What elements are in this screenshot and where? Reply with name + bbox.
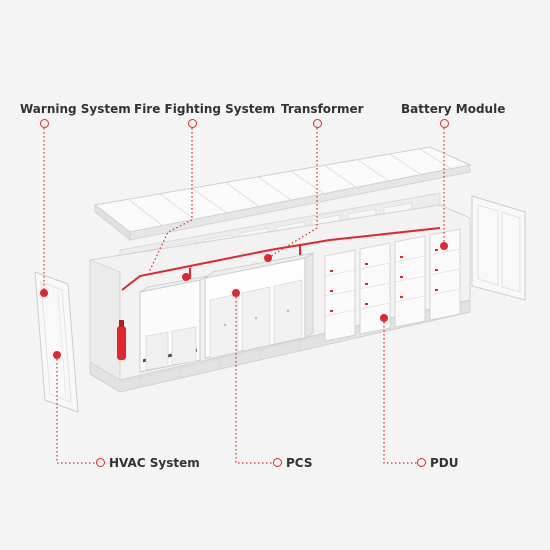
right-door	[471, 195, 526, 301]
ring-fire-fighting-system	[188, 119, 197, 128]
label-fire-fighting-system: Fire Fighting System	[134, 102, 276, 116]
ring-hvac-system	[96, 458, 105, 467]
fire-extinguisher	[117, 320, 126, 360]
ring-pcs	[273, 458, 282, 467]
label-transformer: Transformer	[281, 102, 364, 116]
leader-pcs	[235, 293, 273, 464]
left-door	[34, 271, 79, 413]
ring-transformer	[313, 119, 322, 128]
leader-lines	[43, 128, 445, 464]
pcs-cabinets	[139, 252, 314, 373]
leader-transformer	[267, 128, 318, 259]
battery-racks	[324, 228, 461, 342]
label-hvac-system: HVAC System	[109, 456, 200, 470]
ring-pdu	[417, 458, 426, 467]
label-pcs: PCS	[286, 456, 313, 470]
ring-battery-module	[440, 119, 449, 128]
roof-panel	[93, 146, 472, 241]
label-battery-module: Battery Module	[401, 102, 506, 116]
pointer-dots	[40, 242, 448, 359]
leader-pdu	[383, 318, 417, 464]
ring-warning-system	[40, 119, 49, 128]
leader-fire	[149, 128, 193, 275]
label-warning-system: Warning System	[20, 102, 131, 116]
label-pdu: PDU	[430, 456, 459, 470]
leader-hvac	[56, 355, 96, 464]
